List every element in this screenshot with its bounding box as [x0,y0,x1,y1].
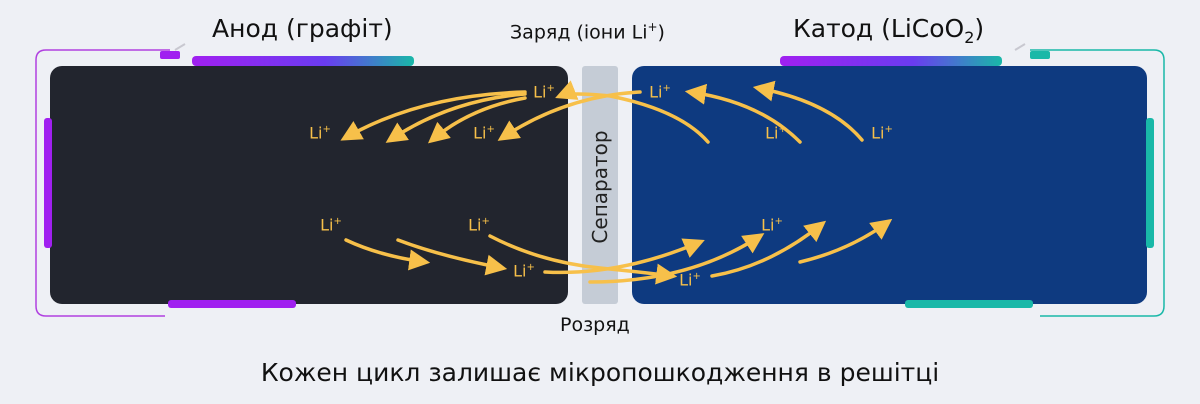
discharge-arrow [710,220,827,278]
separator-label: Сепаратор [588,130,612,244]
ion-label: Li+ [679,270,701,290]
cathode-title-subscript: 2 [964,28,975,47]
discharge-arrow [396,238,508,276]
external-circuit [35,43,1165,317]
cathode-title-prefix: Катод (LiCoO [793,14,965,43]
ion-label: Li+ [513,261,535,281]
ion-label: Li+ [533,82,555,102]
charge-label: Заряд (іони Li+) [510,20,665,43]
separator [582,66,618,304]
charge-arrow [385,92,527,143]
discharge-arrows [344,218,893,285]
ion-label: Li+ [320,215,342,235]
discharge-label: Розряд [560,314,630,336]
caption: Кожен цикл залишає мікропошкодження в ре… [260,358,940,387]
ion-label: Li+ [871,123,893,143]
charge-label-sup: + [647,20,658,34]
cathode-terminal [1030,51,1050,59]
charge-arrow [497,90,642,141]
charge-arrows [340,80,864,144]
charge-label-prefix: Заряд (іони Li [510,21,648,44]
ion-label: Li+ [473,123,495,143]
cathode-bottom-bar [905,300,1033,308]
ion-label: Li+ [468,215,490,235]
discharge-arrow [588,233,765,284]
anode-top-bar [192,56,414,66]
charge-arrow [340,90,527,141]
cathode-title: Катод (LiCoO2) [793,14,984,47]
cathode-top-bar [780,56,1002,66]
anode-terminal [160,51,180,59]
cathode-title-suffix: ) [974,14,985,43]
charge-arrow [752,80,864,142]
anode-title: Анод (графіт) [212,14,393,43]
charge-arrow [684,83,802,144]
anode-side-bar [44,118,52,248]
discharge-arrow [798,218,893,264]
discharge-arrow [344,238,431,271]
charge-arrow [427,96,527,144]
ion-label: Li+ [761,215,783,235]
discharge-arrow [543,238,705,275]
discharge-arrow [488,234,678,285]
cathode-side-bar [1146,118,1154,248]
anode-block [50,66,568,304]
ion-label: Li+ [309,123,331,143]
cathode-block [632,66,1147,304]
ion-label: Li+ [765,123,787,143]
anode-bottom-bar [168,300,296,308]
ion-label: Li+ [649,82,671,102]
charge-label-suffix: ) [657,21,665,44]
charge-arrow [555,80,710,144]
